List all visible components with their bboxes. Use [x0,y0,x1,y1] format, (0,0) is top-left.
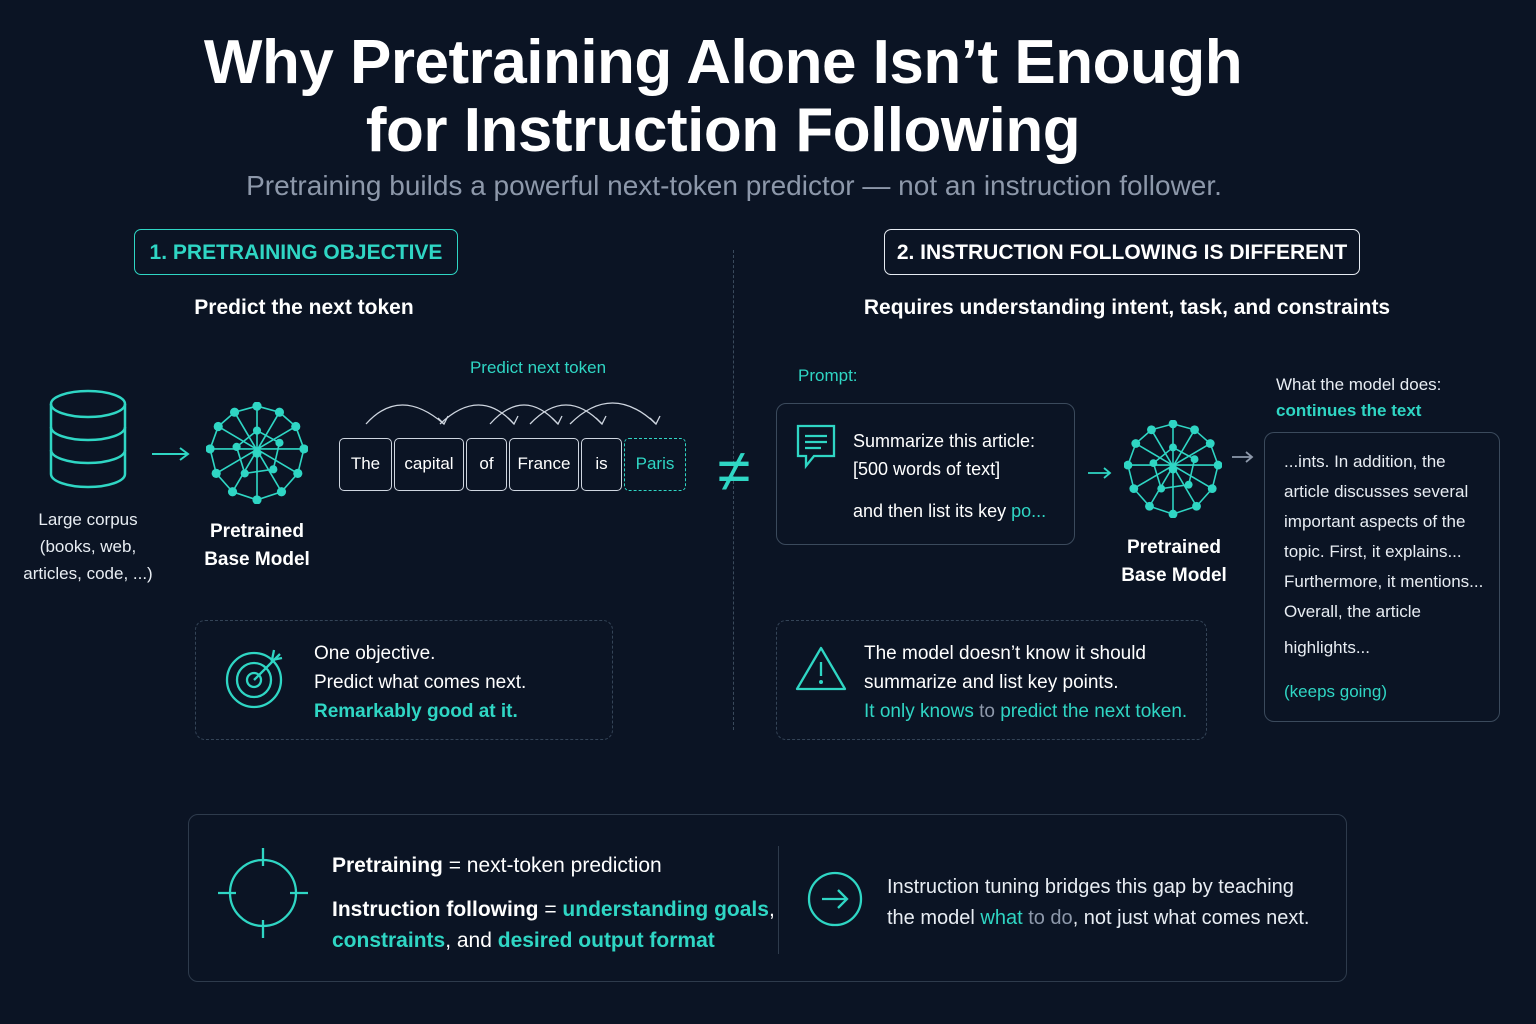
objective-text: One objective. Predict what comes next. … [314,643,527,722]
instruction-following-pill: 2. INSTRUCTION FOLLOWING IS DIFFERENT [884,229,1360,275]
warning-icon [795,646,847,691]
model-output-card [1264,432,1500,722]
token: capital [394,438,464,491]
base-model-label: Pretrained Base Model [204,521,310,570]
prompt-card [776,403,1075,545]
crosshair-icon [218,848,308,938]
arrow-icon [1232,451,1254,463]
warning-card [776,620,1207,740]
prompt-text: Summarize this article: [500 words of te… [853,431,1047,521]
section-divider [733,250,734,730]
page-title: Why Pretraining Alone Isn’t Enough [203,28,1243,97]
page-subtitle: Pretraining builds a powerful next-token… [246,170,1222,201]
prediction-arcs [365,402,661,426]
pretraining-objective-pill: 1. PRETRAINING OBJECTIVE [134,229,458,275]
objective-card [195,620,613,740]
arrow-right-circle-icon [807,871,863,927]
summary-divider [778,846,779,954]
summary-left-text: Pretraining = next-token prediction Inst… [332,854,775,952]
base-model-label: Pretrained Base Model [1121,537,1227,586]
left-heading: Predict the next token [194,296,414,319]
page-title-line2: for Instruction Following [365,96,1081,165]
neural-network-icon [1124,420,1222,518]
model-output-text: ...ints. In addition, the article discus… [1284,452,1484,701]
not-equal-sign: ≠ [717,437,751,504]
target-icon [225,649,283,709]
summary-panel [188,814,1347,982]
summary-right-text: Instruction tuning bridges this gap by t… [887,876,1310,929]
predicted-token: Paris [624,438,686,491]
predict-next-token-label: Predict next token [469,358,607,377]
token: The [339,438,392,491]
corpus-label: Large corpus (books, web, articles, code… [23,510,153,583]
database-icon [49,389,127,489]
arrow-icon [1088,467,1112,479]
token: is [581,438,622,491]
token: France [509,438,579,491]
chat-icon [796,424,836,470]
prompt-label: Prompt: [798,366,858,385]
neural-network-icon [206,402,308,504]
arrow-icon [152,447,190,461]
token: of [466,438,507,491]
right-heading: Requires understanding intent, task, and… [863,296,1391,319]
warning-text: The model doesn’t know it should summari… [864,643,1188,722]
model-does-label: What the model does: continues the text [1276,375,1442,420]
